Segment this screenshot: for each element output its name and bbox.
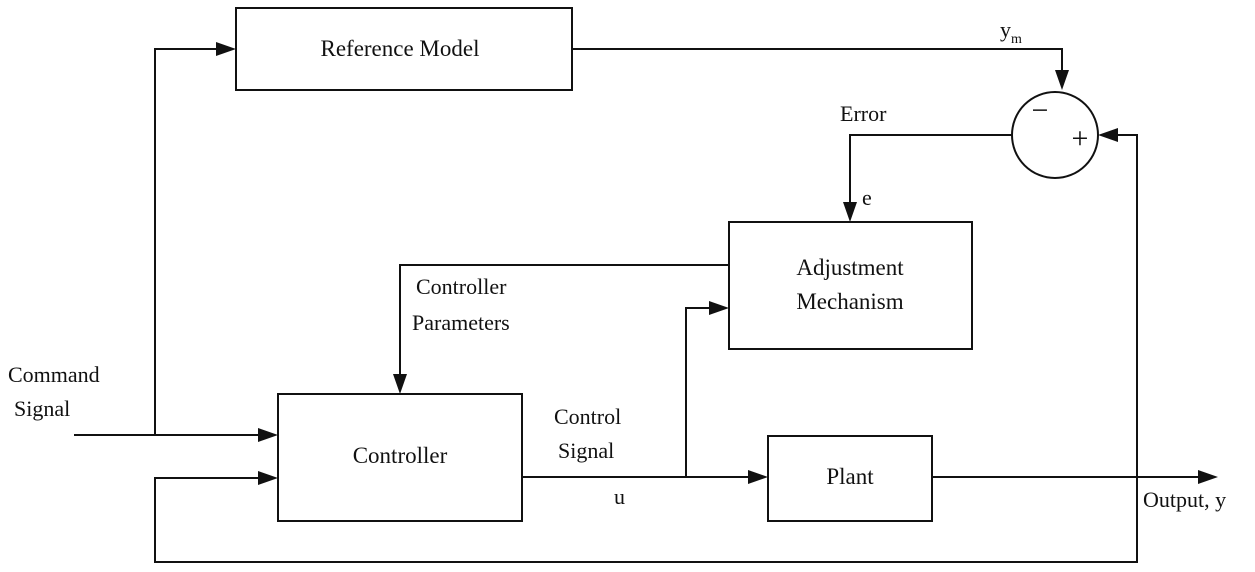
arrowhead-y-into-junction xyxy=(1098,128,1118,142)
plant-label: Plant xyxy=(826,464,874,489)
ym-label-base: y xyxy=(1000,17,1011,42)
arrowhead-feedback-into-controller xyxy=(258,471,278,485)
ym-label: ym xyxy=(1000,17,1022,47)
u-label: u xyxy=(614,484,625,509)
e-label: e xyxy=(862,185,872,210)
arrowhead-error-into-adjustment xyxy=(843,202,857,222)
control-signal-label-line2: Signal xyxy=(558,438,614,463)
command-signal-label-line1: Command xyxy=(8,362,100,387)
controller-block xyxy=(277,393,523,522)
error-label: Error xyxy=(840,101,887,126)
controller-parameters-line xyxy=(399,264,729,378)
arrowhead-u-into-adjustment xyxy=(709,301,729,315)
arrowhead-into-reference-model xyxy=(216,42,236,56)
output-to-summing-junction-line xyxy=(1114,134,1138,477)
plant-block xyxy=(767,435,933,522)
arrowhead-into-plant xyxy=(748,470,768,484)
arrowhead-output xyxy=(1198,470,1218,484)
adjustment-mechanism-block xyxy=(728,221,973,350)
controller-parameters-label-line2: Parameters xyxy=(412,310,510,335)
reference-output-line xyxy=(572,48,1063,74)
arrowhead-parameters-into-controller xyxy=(393,374,407,394)
command-signal-label-line2: Signal xyxy=(14,396,70,421)
command-to-reference-model-line xyxy=(154,48,220,435)
reference-model-block xyxy=(235,7,573,91)
u-to-adjustment-line xyxy=(685,307,713,477)
arrowhead-command-into-controller xyxy=(258,428,278,442)
feedback-line xyxy=(154,477,1138,563)
controller-label: Controller xyxy=(353,443,448,468)
adjustment-mechanism-label-line2: Mechanism xyxy=(796,289,903,314)
arrowhead-ym-into-junction xyxy=(1055,70,1069,90)
reference-model-label: Reference Model xyxy=(320,36,479,61)
adjustment-mechanism-label-line1: Adjustment xyxy=(796,255,904,280)
controller-parameters-label-line1: Controller xyxy=(416,274,507,299)
output-label: Output, y xyxy=(1143,487,1226,512)
minus-sign: − xyxy=(1032,94,1049,127)
control-signal-label-line1: Control xyxy=(554,404,621,429)
plus-sign: + xyxy=(1072,122,1089,155)
ym-label-subscript: m xyxy=(1011,32,1022,47)
error-line xyxy=(849,134,1012,206)
